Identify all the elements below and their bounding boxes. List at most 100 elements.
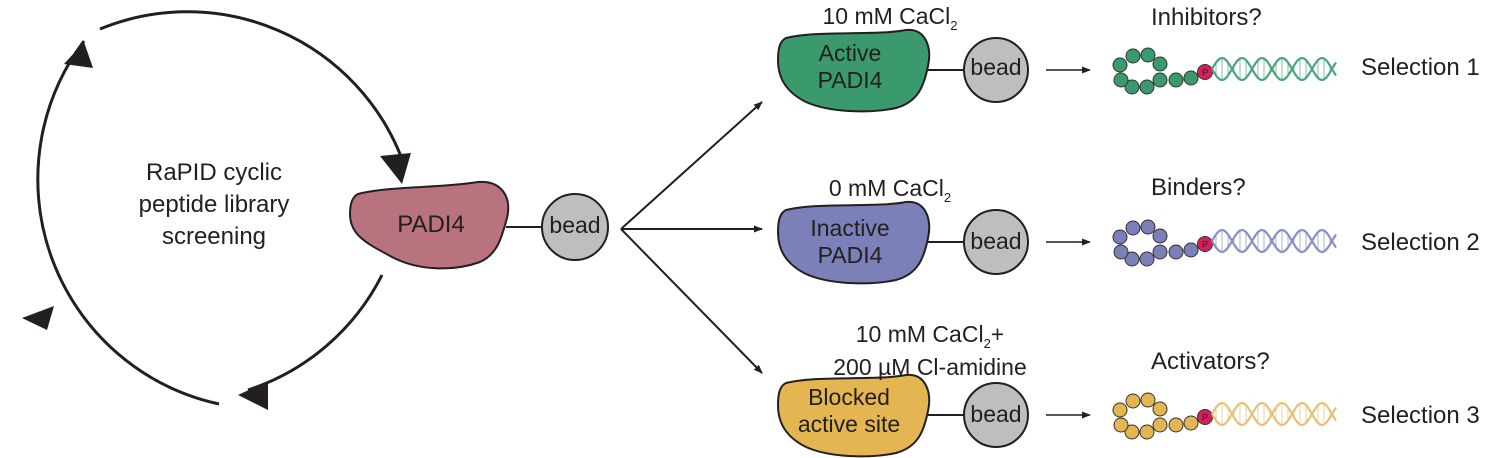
peptide-residue-1-3 <box>1140 47 1156 63</box>
bead-2 <box>963 209 1029 275</box>
protein-3-line-2: active site <box>797 411 901 437</box>
selection-row-3: P <box>776 373 1337 458</box>
peptide-residue-1-6 <box>1139 79 1155 95</box>
peptide-residue-1-5 <box>1152 72 1168 88</box>
peptide-residue-1-10 <box>1183 70 1199 86</box>
dna-strand-3-2 <box>1211 401 1337 427</box>
padi4-label: PADI4 <box>397 211 465 238</box>
condition-label-2: 0 mM CaCl2 <box>800 175 980 205</box>
peptide-residue-1-2 <box>1125 48 1141 64</box>
center-bead-label: bead <box>549 212 601 238</box>
selection-row-1: P <box>776 28 1337 113</box>
peptide-residue-2-1 <box>1112 229 1128 245</box>
bead-label-1: bead <box>970 54 1022 80</box>
condition-3-text: 10 mM CaCl <box>855 321 984 347</box>
protein-label-3: Blocked active site <box>774 384 924 438</box>
peptide-residue-2-6 <box>1139 251 1155 267</box>
condition-2-subscript: 2 <box>943 190 952 205</box>
cycle-arrowhead-right <box>380 153 411 184</box>
dna-strand-2-2 <box>1211 228 1337 254</box>
cycle-arrowheads <box>22 42 411 410</box>
peptide-residue-3-5 <box>1152 417 1168 433</box>
dna-strand-1-2 <box>1211 56 1337 82</box>
question-label-2: Binders? <box>1151 174 1246 201</box>
selection-label-2: Selection 2 <box>1361 229 1480 256</box>
peptide-residue-2-10 <box>1183 242 1199 258</box>
cycle-label: RaPID cyclic peptide library screening <box>118 157 310 253</box>
bead-1 <box>963 37 1029 103</box>
cycle-arc-left <box>36 40 220 406</box>
selection-label-1: Selection 1 <box>1361 54 1480 81</box>
phospho-label-2: P <box>1202 240 1208 250</box>
protein-1-line-1: Active <box>818 40 882 66</box>
branch-arrow-3 <box>620 228 763 374</box>
protein-label-2: Inactive PADI4 <box>782 215 918 269</box>
peptide-residue-3-3 <box>1140 392 1156 408</box>
peptide-residue-1-1 <box>1112 57 1128 73</box>
peptide-residue-3-6 <box>1139 424 1155 440</box>
condition-label-3: 10 mM CaCl2+ 200 µM Cl-amidine <box>780 318 1080 384</box>
condition-3-subscript: 2 <box>983 336 991 351</box>
condition-3-line-1: 10 mM CaCl2+ <box>780 318 1080 351</box>
protein-2-line-1: Inactive <box>810 215 890 241</box>
peptide-residue-3-1 <box>1112 402 1128 418</box>
condition-2-text: 0 mM CaCl <box>828 175 944 201</box>
question-label-1: Inhibitors? <box>1151 4 1262 31</box>
peptide-residue-3-7 <box>1124 424 1140 440</box>
condition-3-line-2: 200 µM Cl-amidine <box>833 354 1027 380</box>
cycle-arrowhead-left <box>22 306 54 330</box>
bead-3 <box>963 382 1029 448</box>
protein-3-line-1: Blocked <box>808 384 890 410</box>
branch-arrow-1 <box>620 101 763 230</box>
peptide-residue-3-4 <box>1152 401 1168 417</box>
selection-label-3: Selection 3 <box>1361 402 1480 429</box>
cycle-arrows <box>36 10 404 406</box>
peptide-residue-3-9 <box>1168 417 1184 433</box>
center-bead <box>541 193 609 261</box>
dna-strand-1-1 <box>1211 56 1337 82</box>
cycle-label-line-1: RaPID cyclic <box>145 159 283 186</box>
padi4-protein-shape <box>348 180 510 270</box>
cycle-label-line-2: peptide library <box>138 191 290 218</box>
peptide-residue-2-8 <box>1113 244 1129 260</box>
cycle-arc-bottom-right <box>247 274 384 392</box>
condition-3-suffix: + <box>990 321 1005 347</box>
phospho-label-3: P <box>1202 413 1208 423</box>
dna-strand-2-1 <box>1211 228 1337 254</box>
selection-row-2: P <box>776 200 1337 285</box>
protein-1-line-2: PADI4 <box>817 67 883 93</box>
question-label-3: Activators? <box>1151 348 1270 375</box>
protein-shape-2 <box>776 200 931 285</box>
peptide-residue-2-7 <box>1124 251 1140 267</box>
peptide-residue-2-2 <box>1125 220 1141 236</box>
protein-shape-3 <box>776 373 931 458</box>
bead-label-2: bead <box>970 228 1022 254</box>
peptide-residue-1-7 <box>1124 79 1140 95</box>
protein-label-1: Active PADI4 <box>782 40 918 94</box>
cycle-arrowhead-bottom <box>238 381 268 410</box>
selection-rows: P P P <box>776 28 1337 458</box>
cycle-arc-top-right <box>99 10 404 160</box>
peptide-residue-3-10 <box>1183 415 1199 431</box>
condition-1-subscript: 2 <box>950 18 958 33</box>
peptide-residue-1-8 <box>1113 72 1129 88</box>
peptide-residue-2-4 <box>1152 228 1168 244</box>
peptide-residue-1-9 <box>1168 72 1184 88</box>
branch-arrows <box>620 101 763 374</box>
protein-shape-1 <box>776 28 931 113</box>
peptide-residue-1-4 <box>1152 56 1168 72</box>
phospho-label-1: P <box>1202 68 1208 78</box>
condition-label-1: 10 mM CaCl2 <box>790 3 990 33</box>
peptide-residue-3-2 <box>1125 393 1141 409</box>
peptide-residue-2-3 <box>1140 219 1156 235</box>
bead-label-3: bead <box>970 401 1022 427</box>
cycle-arrowhead-top <box>64 42 93 68</box>
cycle-label-line-3: screening <box>161 223 267 250</box>
protein-2-line-2: PADI4 <box>817 242 883 268</box>
dna-strand-3-1 <box>1211 401 1337 427</box>
peptide-residue-2-5 <box>1152 244 1168 260</box>
condition-1-text: 10 mM CaCl <box>822 3 951 29</box>
peptide-residue-3-8 <box>1113 417 1129 433</box>
peptide-residue-2-9 <box>1168 244 1184 260</box>
